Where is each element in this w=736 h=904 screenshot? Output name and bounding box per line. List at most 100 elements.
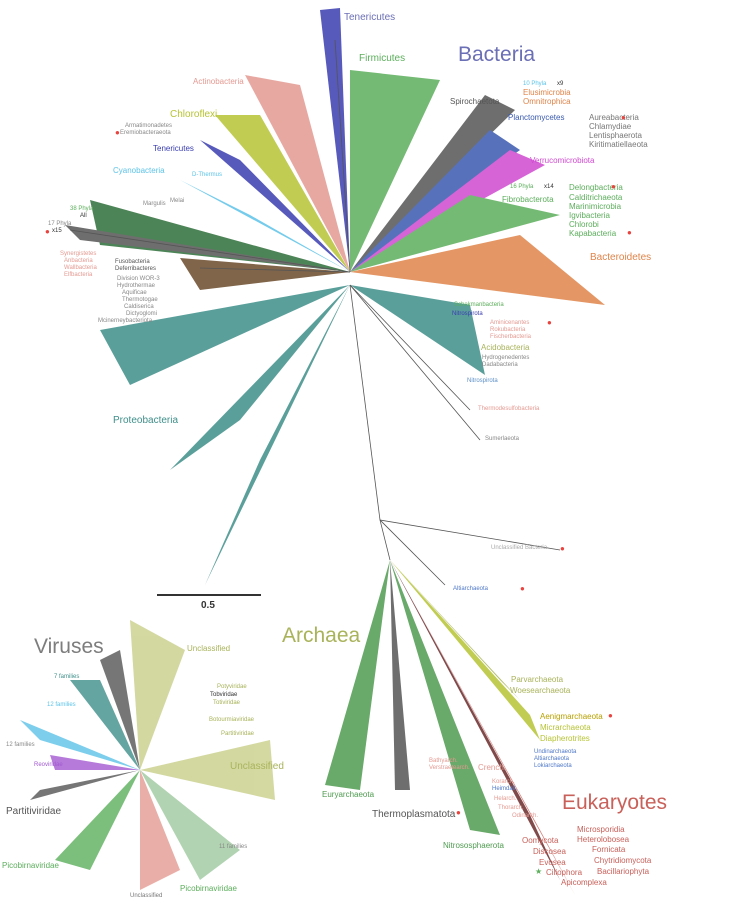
- label-virus-unclassified-3: Unclassified: [130, 893, 163, 899]
- label-euryarchaeota: Euryarchaeota: [322, 790, 375, 799]
- archaea-branches: [325, 560, 575, 895]
- thermoplasmatota-wedge: [390, 560, 410, 790]
- label-aenigmarchaeota: Aenigmarchaeota: [540, 712, 603, 721]
- label-sumerlaeota: Sumerlaeota: [485, 436, 520, 442]
- virus-purple-wedge: [50, 755, 140, 770]
- domain-eukaryotes-title: Eukaryotes: [562, 791, 668, 814]
- label-firmicutes: Firmicutes: [359, 53, 406, 64]
- label-spirochaetota: Spirochaetota: [450, 97, 500, 106]
- label-totiviridae: Totiviridae: [213, 700, 241, 706]
- label-evosea: Evosea: [539, 858, 566, 867]
- label-d-thermus: D-Thermus: [192, 172, 223, 178]
- label-armatimonadetes: Armatimonadetes: [125, 123, 173, 129]
- label-rokubacteria: Rokubacteria: [490, 327, 526, 333]
- label-margulis: Margulis: [143, 201, 166, 207]
- virus-7fam-wedge: [70, 680, 140, 770]
- domain-viruses-title: Viruses: [34, 635, 104, 658]
- label-marinimicrobia: Marinimicrobia: [569, 202, 622, 211]
- label-aquificae: Aquificae: [122, 290, 147, 296]
- label-woesearchaeota: Woesearchaeota: [510, 686, 571, 695]
- phyla-17-wedge: [65, 225, 350, 272]
- label-dadabacteria: Dadabacteria: [482, 362, 518, 368]
- tenericutes-top-wedge: [320, 8, 350, 272]
- label-aureabacteria: Aureabacteria: [589, 113, 639, 122]
- label-hydrothermae: Hydrothermae: [117, 283, 156, 289]
- cyanobacteria-wedge: [180, 180, 350, 272]
- label-micrarchaeota: Micrarchaeota: [540, 723, 591, 732]
- planctomycetes-wedge: [350, 130, 520, 272]
- label-verrucomicrobiota: Verrucomicrobiota: [530, 156, 595, 165]
- virus-bottom2-wedge: [140, 770, 240, 880]
- label-elusimicrobia: Elusimicrobia: [523, 88, 571, 97]
- label-11-families: 11 families: [219, 844, 248, 850]
- label-x14: x14: [544, 184, 554, 190]
- virus-branches: [20, 620, 275, 890]
- label-thorarch: Thorarch.: [498, 805, 524, 811]
- label-planctomycetes: Planctomycetes: [508, 113, 565, 122]
- label-deferribacteres: Deferribacteres: [115, 266, 157, 272]
- virus-picobirna-wedge: [55, 770, 140, 870]
- label-apicomplexa: Apicomplexa: [561, 878, 607, 887]
- label-thermotogae: Thermotogae: [122, 297, 158, 303]
- label-nitrospirota-a: Nitrospirota: [452, 311, 483, 317]
- red-dot-marker: ●: [608, 711, 613, 720]
- label-crench: Crench.: [478, 763, 507, 772]
- label-virus-unclassified-1: Unclassified: [187, 644, 231, 653]
- red-dot-marker: ●: [611, 182, 616, 191]
- label-altiarchaeota: Altiarchaeota: [453, 586, 489, 592]
- label-tobviridae: Tobviridae: [210, 692, 238, 698]
- label-delongbacteria: Delongbacteria: [569, 183, 623, 192]
- label-calditrichaeota: Calditrichaeota: [569, 193, 623, 202]
- label-omnitrophica: Omnitrophica: [523, 97, 571, 106]
- label-verstraetearch: Verstraetearch.: [429, 765, 470, 771]
- label-korarch: Korarch.: [492, 779, 515, 785]
- label-actinobacteria: Actinobacteria: [193, 77, 244, 86]
- label-tenericutes-top: Tenericutes: [344, 12, 396, 23]
- label-fibrobacterota: Fibrobacterota: [502, 195, 554, 204]
- label-12-families: 12 families: [47, 702, 76, 708]
- label-thermodesulfobacteria: Thermodesulfobacteria: [478, 406, 540, 412]
- label-potyviridae: Potyviridae: [217, 684, 247, 690]
- label-fischerbacteria: Fischerbacteria: [490, 334, 532, 340]
- label-schekmanbacteria: Schekmanbacteria: [454, 302, 504, 308]
- label-botourmiaviridae: Botourmiaviridae: [209, 717, 255, 723]
- label-unclassified-bacteria: Unclassified Bacteria: [491, 545, 548, 551]
- virus-12fam-wedge: [20, 720, 140, 770]
- proteobacteria-wedge: [100, 285, 350, 385]
- tenericutes-left-wedge: [200, 140, 350, 272]
- spirochaetota-wedge: [350, 95, 515, 272]
- label-melai: Melai: [170, 198, 185, 204]
- label-10-phyla: 10 Phyla: [523, 81, 547, 87]
- label-partitiviridae-a: Partitiviridae: [221, 731, 255, 737]
- actinobacteria-wedge: [245, 75, 350, 272]
- domain-archaea-title: Archaea: [282, 624, 361, 647]
- label-anbacteria: Anbacteria: [64, 258, 93, 264]
- red-dot-marker: ●: [115, 128, 120, 137]
- red-dot-marker: ●: [621, 113, 626, 122]
- scale-bar: [157, 594, 261, 596]
- label-reoviridae: Reoviridae: [34, 762, 63, 768]
- label-caldiserica: Caldiserica: [124, 304, 154, 310]
- label-cyanobacteria: Cyanobacteria: [113, 166, 165, 175]
- red-dot-marker: ●: [560, 544, 565, 553]
- red-dot-marker: ●: [456, 808, 461, 817]
- ciliophora-star-icon: ★: [535, 867, 543, 876]
- label-chloroflexi: Chloroflexi: [170, 109, 218, 120]
- euryarchaeota-wedge: [325, 560, 390, 790]
- bacteroidetes-wedge: [350, 235, 605, 305]
- virus-partiti-wedge: [30, 770, 140, 800]
- label-chlamydiae: Chlamydiae: [589, 122, 632, 131]
- label-undinarchaeota: Undinarchaeota: [534, 749, 577, 755]
- label-eremiobacteraeota: Eremiobacteraeota: [120, 130, 171, 136]
- red-dot-marker: ●: [627, 228, 632, 237]
- label-chytridiomycota: Chytridiomycota: [594, 856, 652, 865]
- red-dot-marker: ●: [520, 584, 525, 593]
- label-discosea: Discosea: [533, 847, 566, 856]
- eukaryotes-wedge: [390, 560, 575, 895]
- label-nitrospirota-b: Nitrospirota: [467, 378, 498, 384]
- label-igvibacteria: Igvibacteria: [569, 211, 610, 220]
- label-lokiarchaeota: Lokiarchaeota: [534, 763, 572, 769]
- label-synergistetes: Synergistetes: [60, 251, 97, 257]
